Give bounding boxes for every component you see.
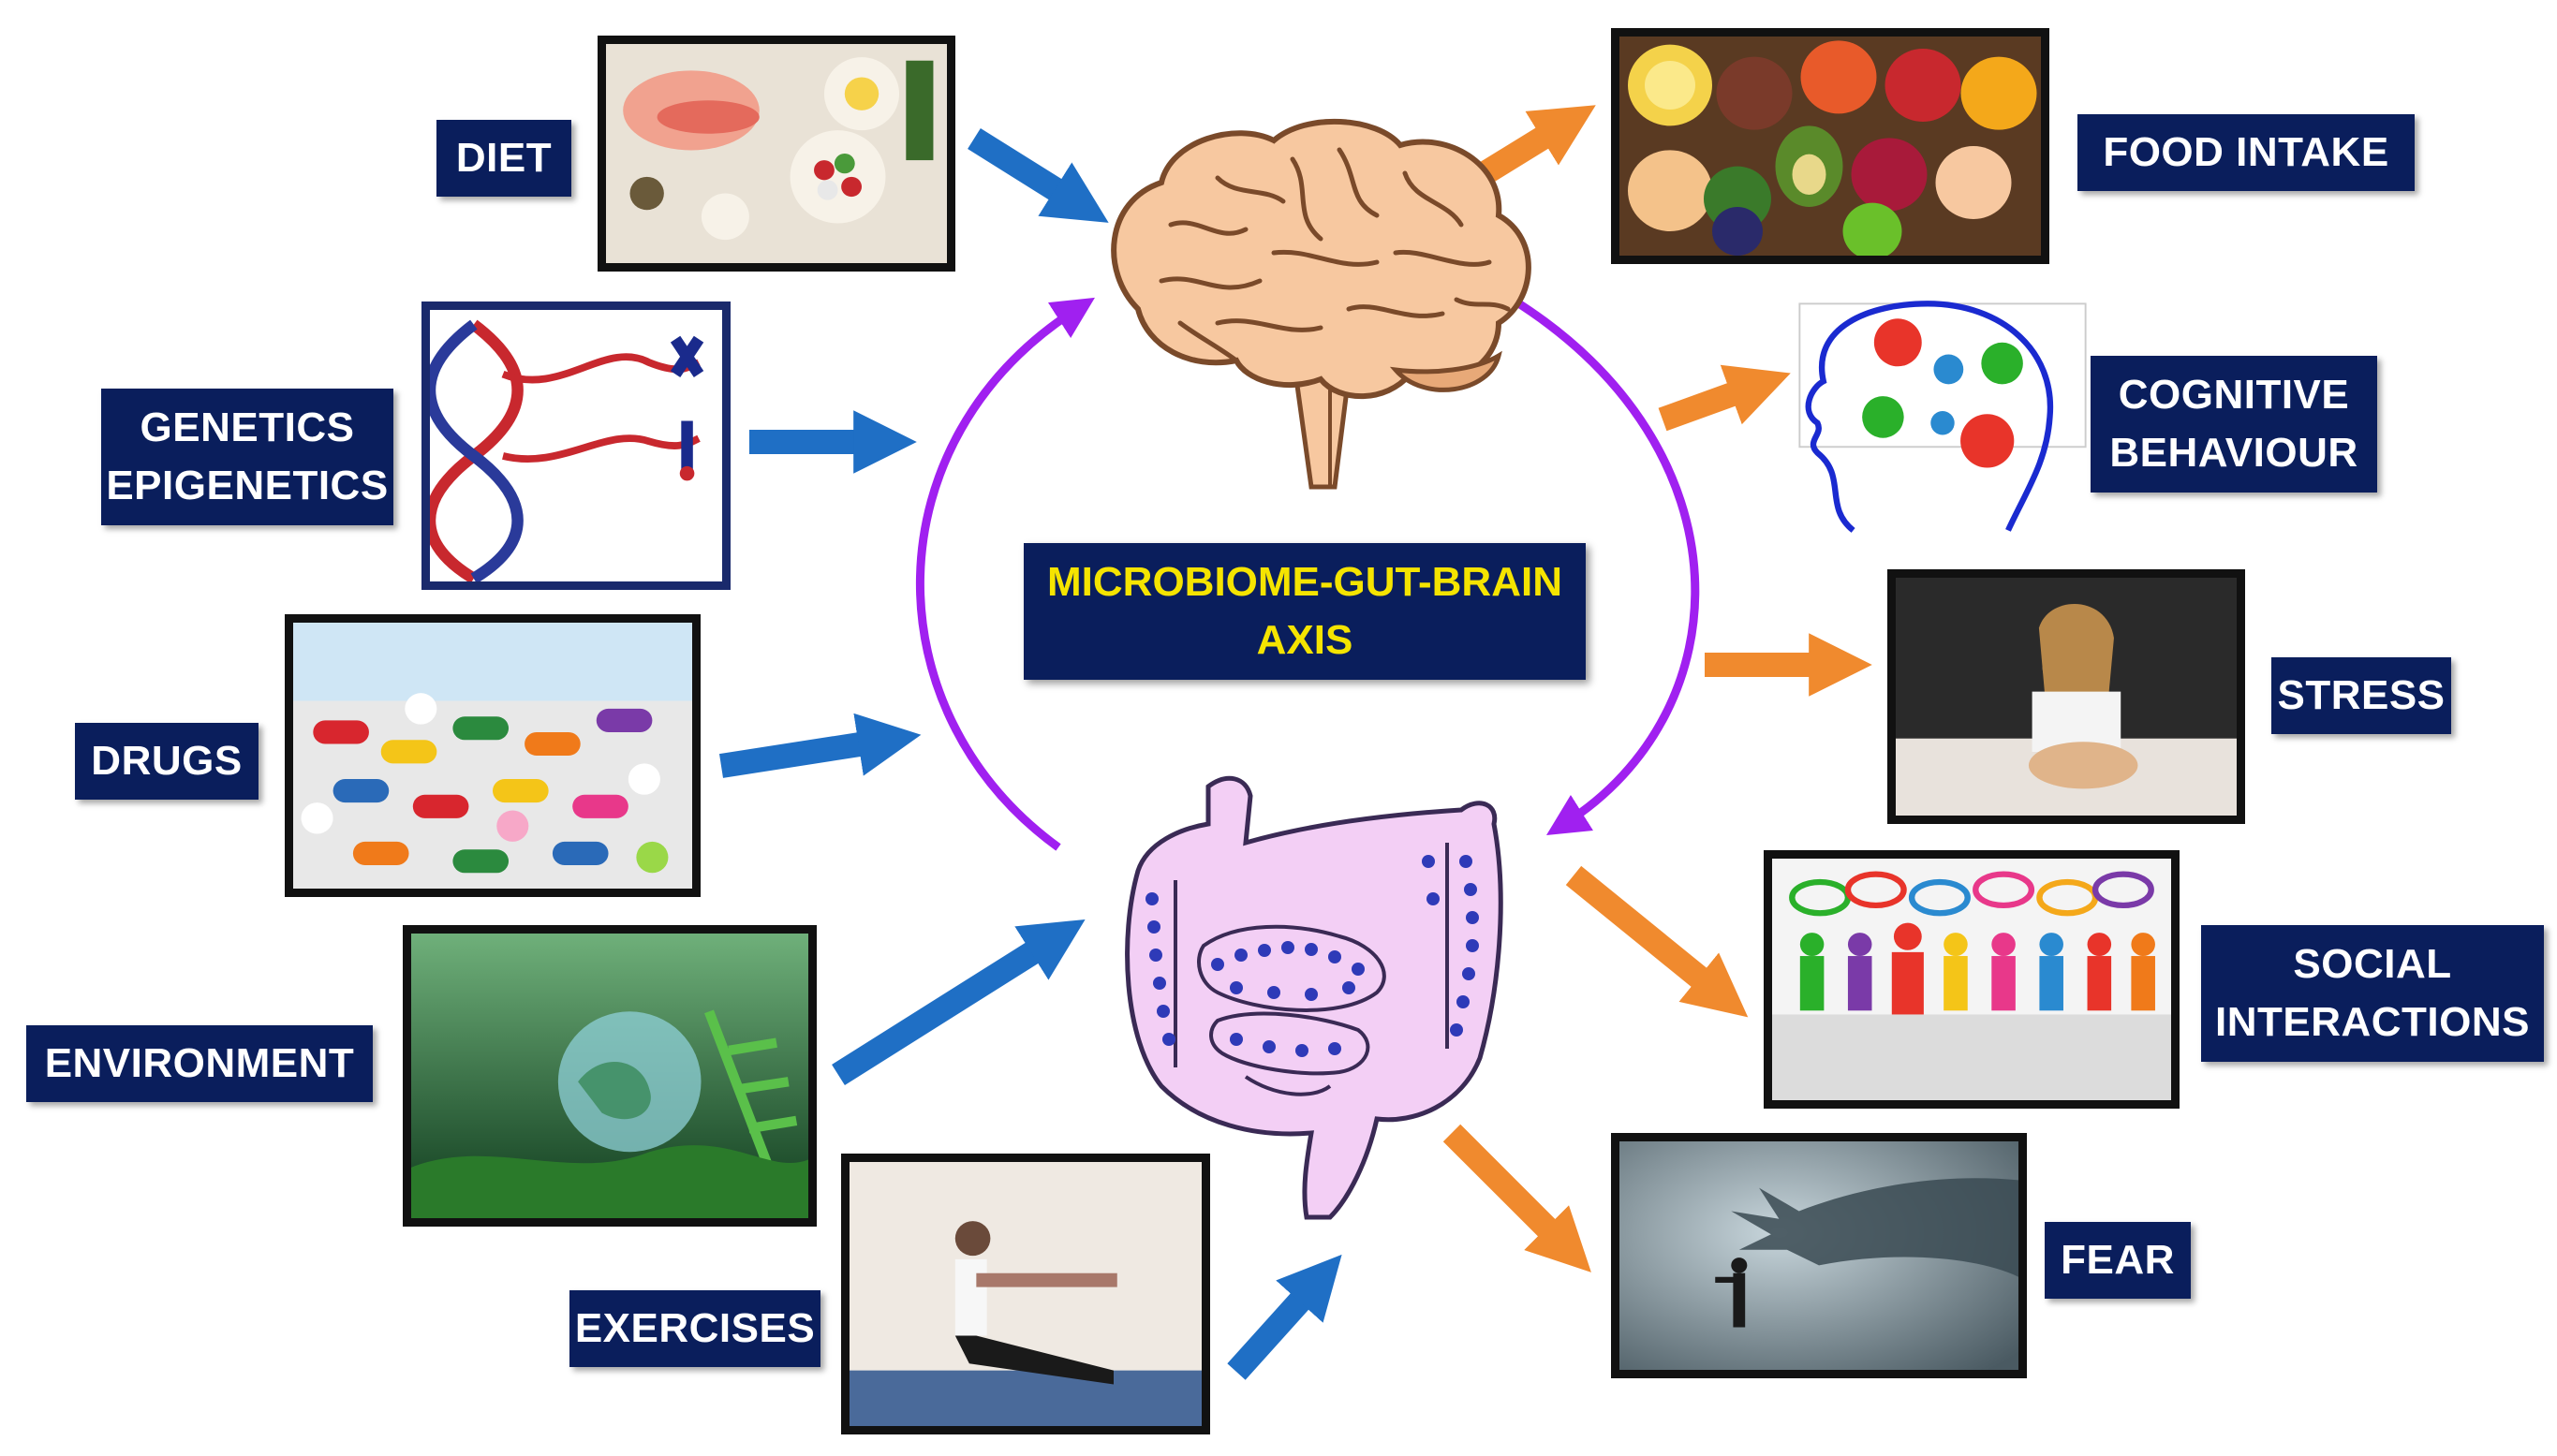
gut-illustration [1125,775,1503,1220]
drugs-photo [285,614,701,897]
label-epigenetics-text: EPIGENETICS [106,463,389,508]
label-genetics-text: GENETICS [140,404,355,450]
label-food-intake-text: FOOD INTAKE [2103,129,2389,175]
label-stress: STRESS [2271,657,2451,734]
label-exercises-text: EXERCISES [574,1305,816,1351]
environment-photo [403,925,817,1227]
label-social-text: SOCIAL [2293,941,2452,987]
label-interactions-text: INTERACTIONS [2215,999,2530,1045]
cycle-arrow-gut-to-brain [915,297,1095,851]
label-environment-text: ENVIRONMENT [44,1040,355,1086]
arrow-exercises [1227,1254,1342,1380]
arrow-drugs [719,713,922,778]
fear-photo [1611,1133,2027,1378]
arrow-environment [832,919,1086,1086]
stress-photo [1887,569,2245,824]
genetics-photo [421,301,731,590]
label-stress-text: STRESS [2277,672,2446,718]
arrow-fear [1442,1124,1591,1272]
label-diet-text: DIET [455,135,553,181]
label-exercises: EXERCISES [569,1290,820,1367]
label-cognitive-behaviour: COGNITIVE BEHAVIOUR [2091,356,2377,493]
label-drugs-text: DRUGS [91,738,243,784]
label-environment: ENVIRONMENT [26,1025,373,1102]
exercises-photo [841,1154,1210,1434]
label-behaviour-text: BEHAVIOUR [2109,430,2358,476]
label-fear-text: FEAR [2061,1237,2175,1283]
brain-illustration [1111,118,1531,490]
center-axis-line2: AXIS [1256,617,1353,663]
arrow-diet [968,127,1109,223]
arrow-cognitive [1658,364,1791,432]
label-fear: FEAR [2045,1222,2191,1299]
cycle-arrow-brain-to-gut [1510,296,1700,836]
label-food-intake: FOOD INTAKE [2077,114,2415,191]
center-axis-line1: MICROBIOME-GUT-BRAIN [1047,559,1562,605]
label-social-interactions: SOCIAL INTERACTIONS [2201,925,2544,1062]
center-axis-label: MICROBIOME-GUT-BRAIN AXIS [1024,543,1586,680]
diet-photo [598,36,955,272]
cognitive-photo [1794,298,2091,539]
label-cognitive-text: COGNITIVE [2118,372,2350,418]
label-diet: DIET [436,120,571,197]
social-photo [1764,850,2180,1109]
label-genetics-epigenetics: GENETICS EPIGENETICS [101,389,393,525]
arrow-social [1565,865,1749,1018]
label-drugs: DRUGS [75,723,259,800]
food-intake-photo [1611,28,2049,264]
